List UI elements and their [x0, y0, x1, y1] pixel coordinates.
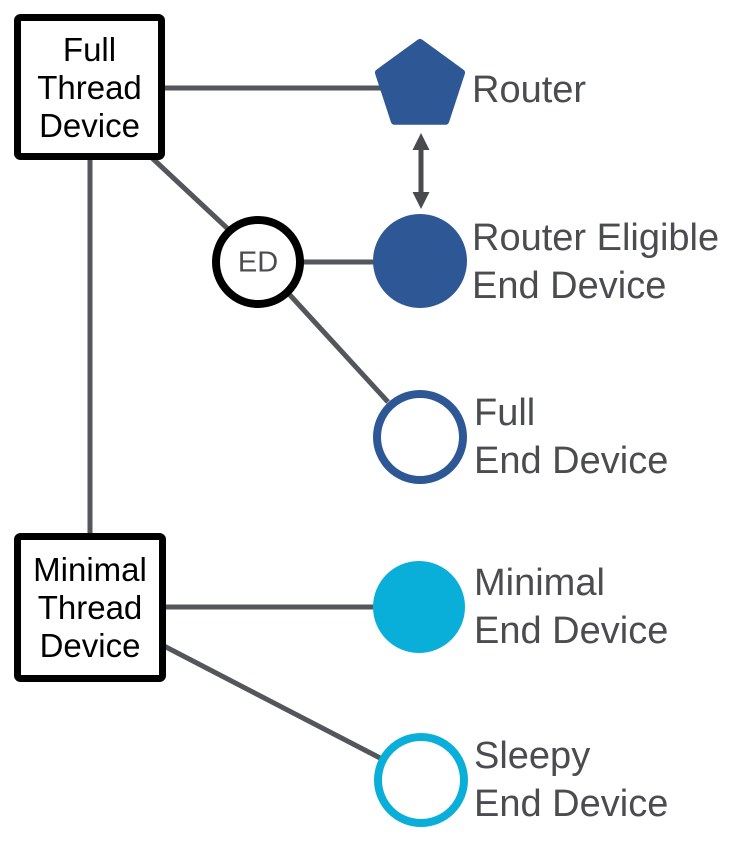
full-end-device-label: Full End Device [474, 389, 668, 485]
sleepy-end-device-label-line1: Sleepy [474, 735, 591, 777]
sleepy-end-device-circle [374, 733, 468, 827]
arrowhead-up [412, 133, 430, 150]
full-thread-device-label-line3: Device [39, 106, 140, 144]
end-device-junction-text: ED [237, 246, 279, 279]
full-thread-device-label: Full Thread Device [14, 14, 165, 161]
router-eligible-end-device-label: Router Eligible End Device [472, 214, 719, 310]
arrowhead-down [412, 192, 430, 209]
minimal-thread-device-label: Minimal Thread Device [14, 533, 166, 682]
sleepy-end-device-label: Sleepy End Device [474, 732, 668, 828]
full-thread-device-label-line2: Thread [37, 68, 142, 106]
minimal-thread-device-label-line3: Device [39, 626, 141, 664]
sleepy-end-device-label-line2: End Device [474, 783, 669, 825]
router-pentagon [375, 39, 465, 125]
connector-ftd-to-ed [149, 155, 230, 231]
connector-mtd-to-sed [162, 643, 384, 762]
minimal-end-device-label-line2: End Device [474, 610, 669, 652]
full-end-device-label-line2: End Device [474, 440, 669, 482]
minimal-thread-device-box [14, 533, 166, 682]
router-eligible-end-device-label-line1: Router Eligible [472, 217, 720, 259]
router-eligible-end-device-circle [373, 214, 467, 308]
connector-ed-to-fed [287, 292, 390, 404]
full-thread-device-box [14, 14, 165, 160]
full-thread-device-label-line1: Full [62, 30, 117, 68]
end-device-junction-circle [212, 216, 304, 308]
full-end-device-label-line1: Full [474, 392, 536, 434]
minimal-end-device-circle [373, 561, 465, 653]
router-label: Router [472, 69, 587, 111]
router-eligible-end-device-label-line2: End Device [472, 265, 667, 307]
minimal-thread-device-label-line1: Minimal [33, 550, 147, 588]
bidirectional-arrow [412, 133, 430, 209]
minimal-end-device-label: Minimal End Device [474, 559, 668, 655]
minimal-end-device-label-line1: Minimal [474, 562, 605, 604]
full-end-device-circle [373, 390, 467, 484]
minimal-thread-device-label-line2: Thread [37, 588, 143, 626]
